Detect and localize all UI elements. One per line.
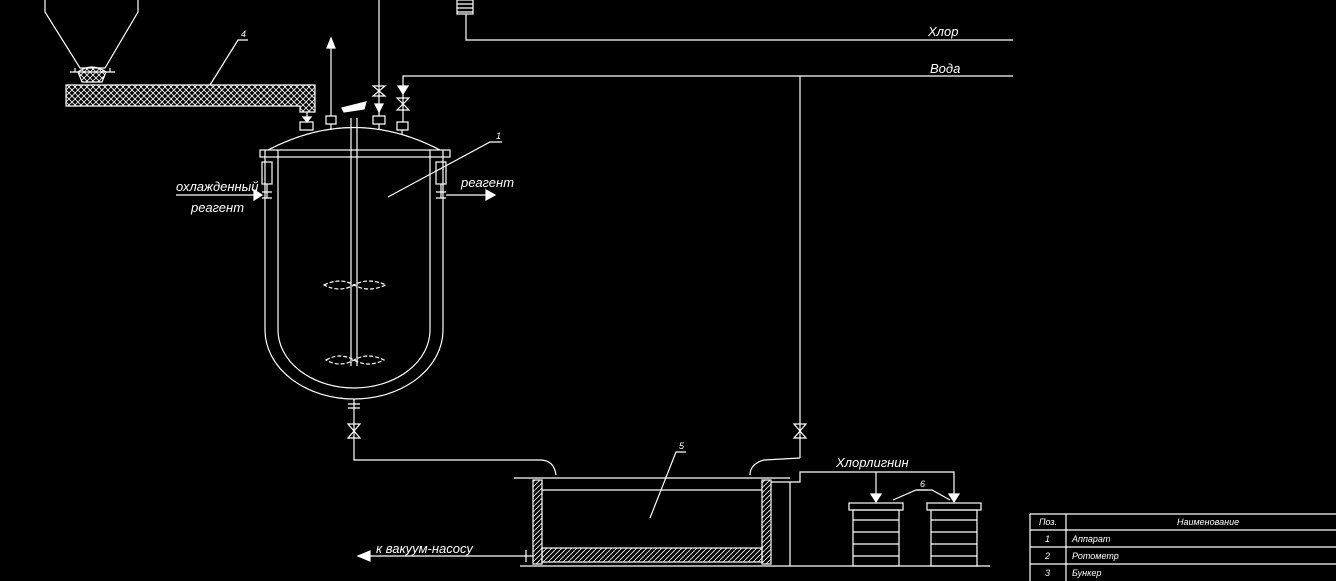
label-chlorine: Хлор xyxy=(927,24,958,39)
callout-4: 4 xyxy=(241,29,246,39)
table-row-3-name: Бункер xyxy=(1072,568,1101,578)
vacuum-arrow xyxy=(356,550,371,562)
feed-arrow xyxy=(374,103,384,114)
drain-valve xyxy=(346,423,362,439)
lid-nozzles xyxy=(299,115,409,134)
coolant-in-arrow xyxy=(253,188,264,202)
agitator xyxy=(322,118,388,366)
table-header-name: Наименование xyxy=(1177,517,1239,527)
water-line xyxy=(402,75,1013,122)
leader-1 xyxy=(387,141,502,198)
table-row-1-pos: 1 xyxy=(1045,534,1050,544)
chlorolignin-line xyxy=(790,471,955,500)
leader-5 xyxy=(649,451,686,519)
jacket-nozzle-out xyxy=(435,161,447,199)
water-valve xyxy=(395,97,411,111)
hopper xyxy=(44,0,139,73)
water-branch-valve xyxy=(792,423,808,439)
drain-line xyxy=(353,399,557,476)
label-cooled-reagent-line1: охлажденный xyxy=(176,179,258,194)
callout-6: 6 xyxy=(920,479,925,489)
hopper-outlet-cone xyxy=(77,66,107,83)
conveyor-drop-arrow xyxy=(301,116,313,123)
label-vacuum-pump: к вакуум-насосу xyxy=(376,541,474,556)
label-cooled-reagent-line2: реагент xyxy=(190,200,244,215)
agitator-drive xyxy=(341,101,367,113)
chlorolignin-arrow-1 xyxy=(869,493,883,504)
table-row-3-pos: 3 xyxy=(1045,568,1050,578)
callout-5: 5 xyxy=(679,441,685,451)
drain-flange xyxy=(348,403,360,409)
table-row-1-name: Аппарат xyxy=(1071,534,1111,544)
storage-tank-2 xyxy=(926,502,982,567)
chlorolignin-arrow-2 xyxy=(947,493,961,504)
callout-1: 1 xyxy=(496,131,501,141)
label-chlorolignin: Хлорлигнин xyxy=(835,455,909,470)
vacuum-nozzle xyxy=(525,550,533,562)
leader-6 xyxy=(892,489,951,501)
water-arrow xyxy=(396,85,410,96)
vacuum-filter xyxy=(514,477,990,567)
rotameter xyxy=(456,0,1013,41)
leader-4 xyxy=(209,39,248,86)
table-header-pos: Поз. xyxy=(1039,517,1057,527)
vent-arrow xyxy=(326,36,336,49)
label-water: Вода xyxy=(930,61,960,76)
spec-table xyxy=(1029,513,1336,581)
storage-tank-1 xyxy=(848,502,904,567)
screw-conveyor xyxy=(65,84,316,113)
label-reagent-out: реагент xyxy=(460,175,514,190)
feed-valve xyxy=(371,85,387,97)
jacket-nozzle-in xyxy=(261,161,273,199)
water-to-filter xyxy=(749,457,801,476)
table-row-2-pos: 2 xyxy=(1044,551,1050,561)
table-row-2-name: Ротометр xyxy=(1072,551,1119,561)
reactor-vessel xyxy=(259,126,451,400)
reagent-out-arrow xyxy=(485,188,497,202)
